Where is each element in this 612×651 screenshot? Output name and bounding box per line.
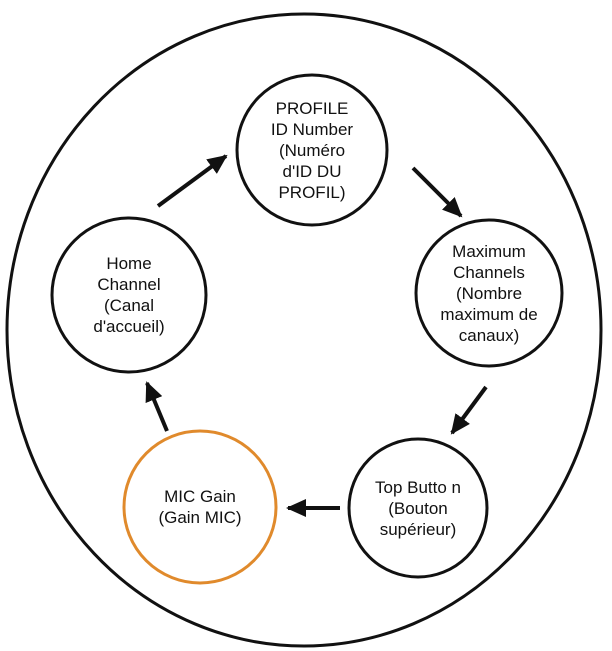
node-profile-line-1: PROFILE bbox=[275, 98, 349, 118]
node-mic-gain-line-2: (Gain MIC) bbox=[158, 508, 242, 527]
node-home-channel-line-2: Channel bbox=[97, 275, 161, 294]
node-profile-line-5: PROFIL) bbox=[278, 182, 346, 202]
node-mic-gain-circle bbox=[122, 429, 278, 585]
node-top-button-label: Top Butto n (Bouton supérieur) bbox=[349, 439, 487, 577]
node-mic-gain-label: MIC Gain (Gain MIC) bbox=[124, 431, 276, 583]
node-home-channel-line-4: d'accueil) bbox=[93, 317, 165, 336]
node-home-channel-circle bbox=[50, 216, 208, 374]
outer-circle bbox=[5, 12, 603, 648]
node-profile-line-3: (Numéro bbox=[278, 140, 346, 160]
node-top-button-line-1: Top Butto n bbox=[374, 477, 461, 497]
node-profile-circle bbox=[235, 73, 389, 227]
node-max-channels-line-4: maximum de bbox=[440, 304, 538, 324]
arrow-home-channel-to-profile bbox=[156, 154, 228, 208]
node-mic-gain-line-1: MIC Gain bbox=[164, 487, 236, 506]
node-profile-label: PROFILE ID Number (Numéro d'ID DU PROFIL… bbox=[237, 75, 387, 225]
node-profile-line-4: d'ID DU bbox=[282, 161, 342, 181]
node-top-button-line-2: (Bouton bbox=[388, 498, 448, 518]
node-max-channels-line-1: Maximum bbox=[452, 241, 526, 261]
node-top-button-line-3: supérieur) bbox=[379, 519, 457, 539]
node-max-channels-line-2: Channels bbox=[453, 262, 525, 282]
node-max-channels-line-5: canaux) bbox=[458, 325, 520, 345]
node-home-channel-line-1: Home bbox=[106, 254, 152, 273]
arrow-profile-to-max-channels bbox=[411, 166, 463, 218]
node-home-channel-line-3: (Canal bbox=[103, 296, 155, 315]
node-max-channels-line-3: (Nombre bbox=[455, 283, 523, 303]
node-profile-line-2: ID Number bbox=[270, 119, 354, 139]
arrow-max-channels-to-top-button bbox=[450, 385, 488, 435]
arrow-mic-gain-to-home-channel bbox=[145, 381, 169, 432]
node-top-button-circle bbox=[347, 437, 489, 579]
node-max-channels-circle bbox=[414, 218, 564, 368]
node-home-channel-label: Home Channel (Canal d'accueil) bbox=[52, 218, 206, 372]
node-max-channels-label: Maximum Channels (Nombre maximum de cana… bbox=[416, 220, 562, 366]
